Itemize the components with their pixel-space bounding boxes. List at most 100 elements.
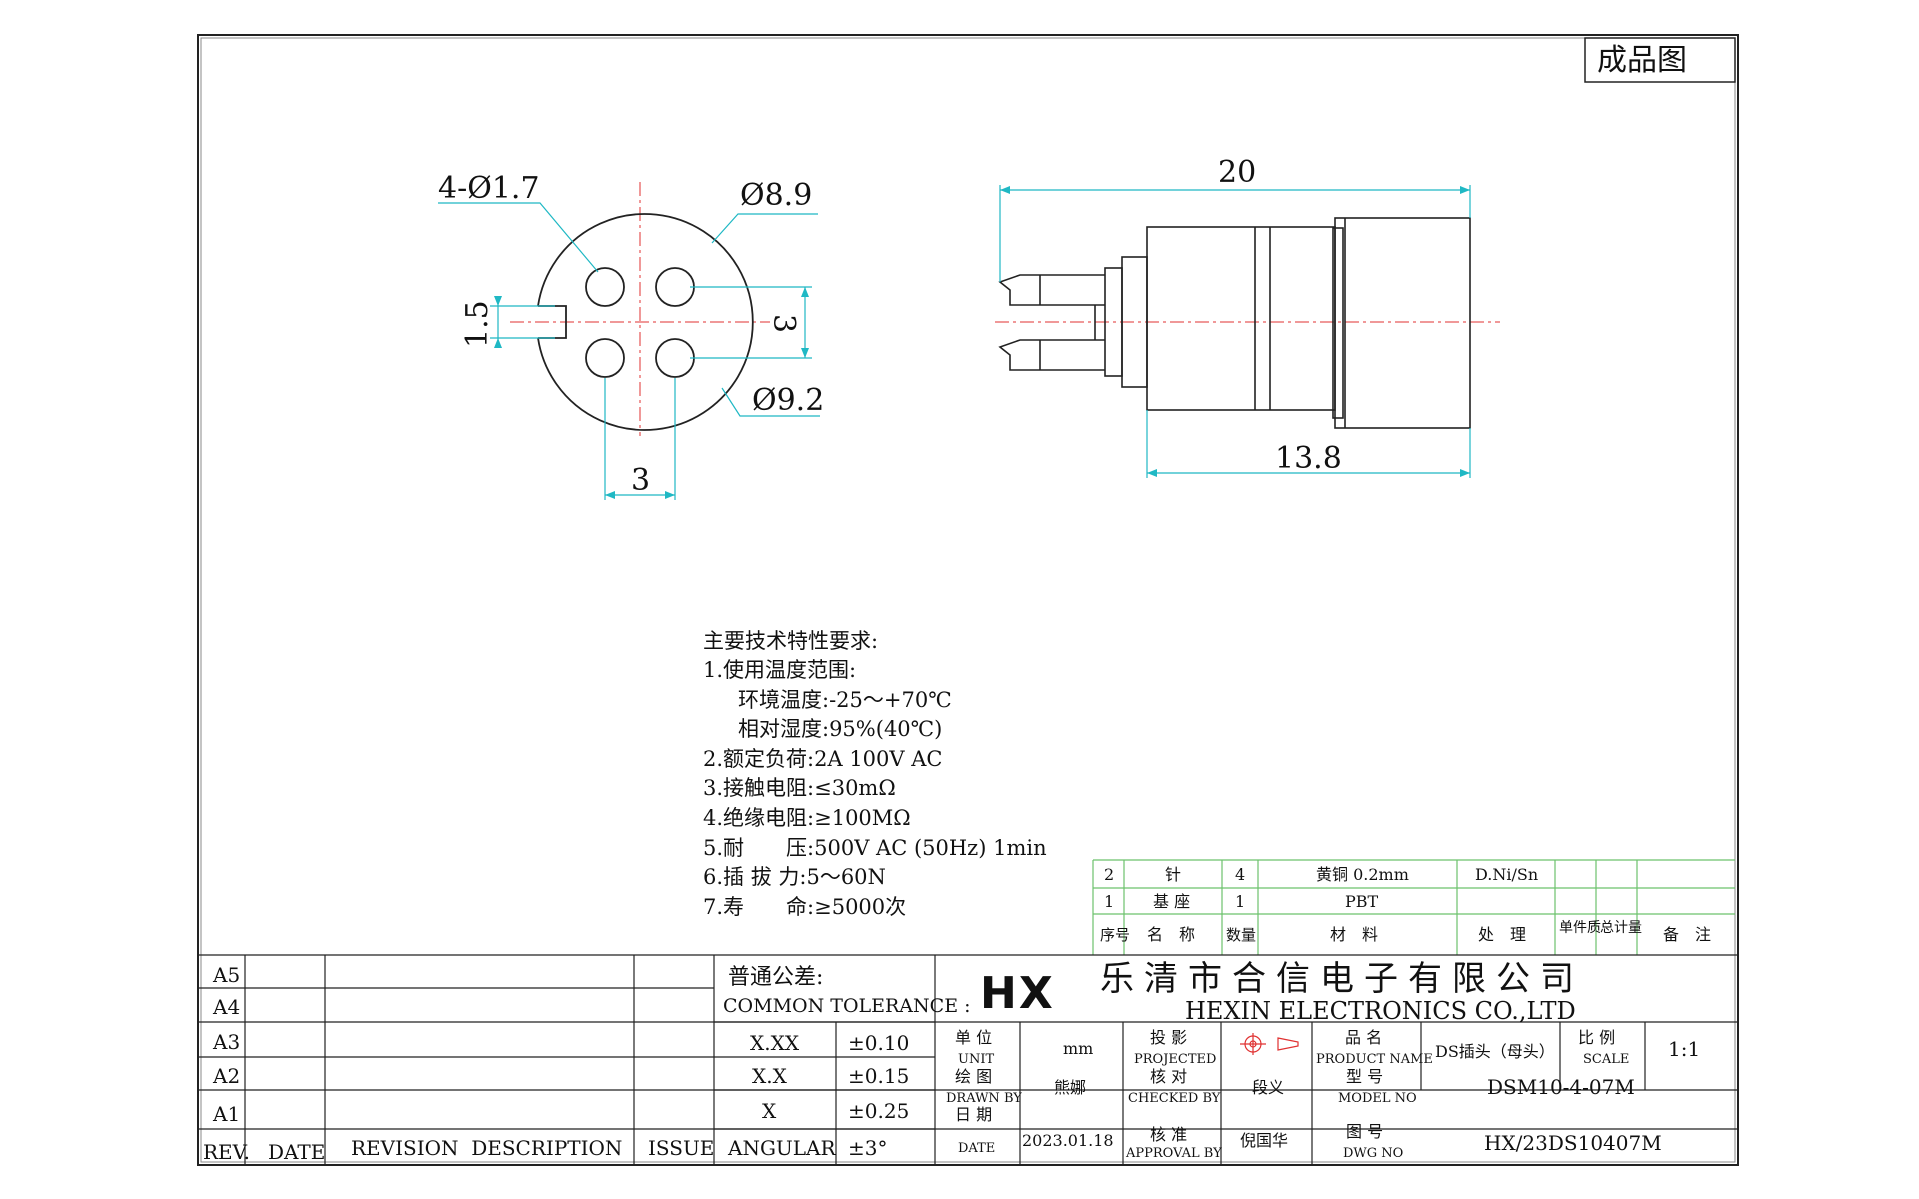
bill-of-materials: 2 针 4 黄铜 0.2mm D.Ni/Sn 1 基 座 1 PBT 序号 名 …: [1092, 859, 1735, 955]
drawn-label-en: DRAWN BY: [946, 1091, 1022, 1106]
drawn-value: 熊娜: [1054, 1078, 1086, 1097]
requirement-line: 环境温度:-25～+70℃: [738, 688, 952, 712]
pin-hole: [585, 267, 625, 307]
bom-header-name: 名 称: [1147, 925, 1195, 944]
stamp-box: [1584, 37, 1736, 83]
bom-row-no: 1: [1104, 892, 1114, 911]
requirement-line: 3.接触电阻:≤30mΩ: [703, 776, 896, 800]
title-block-grid: [198, 954, 1738, 1165]
pin-hole: [655, 338, 695, 378]
tolerance-label: X.XX: [750, 1031, 800, 1055]
bom-row-qty: 4: [1235, 865, 1245, 884]
bom-header-treatment: 处 理: [1478, 925, 1526, 944]
tolerance-label: ANGULAR: [727, 1136, 837, 1160]
bom-header-unit-mass: 单件质: [1559, 920, 1601, 936]
dwg-label-cn: 图 号: [1346, 1122, 1383, 1141]
scale-value: 1:1: [1668, 1037, 1700, 1061]
holes-dim-label: 4-Ø1.7: [438, 171, 540, 206]
product-name-label-en: PRODUCT NAME: [1316, 1052, 1433, 1067]
bom-row-material: 黄铜 0.2mm: [1316, 865, 1409, 884]
requirements-title: 主要技术特性要求:: [703, 629, 878, 653]
tolerance-label: X.X: [752, 1064, 788, 1088]
requirement-line: 1.使用温度范围:: [703, 658, 856, 682]
revision-level: A5: [212, 963, 240, 987]
model-value: DSM10-4-07M: [1487, 1075, 1635, 1099]
tolerance-title-cn: 普通公差:: [728, 965, 823, 990]
date-value: 2023.01.18: [1022, 1131, 1114, 1150]
checked-label-en: CHECKED BY: [1128, 1091, 1221, 1106]
pin-hole: [585, 338, 625, 378]
bom-row-name: 基 座: [1153, 892, 1190, 911]
product-name-label-cn: 品 名: [1345, 1028, 1382, 1047]
revision-level: A1: [212, 1102, 240, 1126]
revision-level: A3: [212, 1030, 240, 1054]
checked-label-cn: 核 对: [1150, 1067, 1187, 1086]
requirement-line: 6.插 拔 力:5～60N: [703, 865, 886, 889]
side-view: 20 13.8: [995, 155, 1500, 478]
bom-row-no: 2: [1104, 865, 1114, 884]
tolerance-value: ±3°: [848, 1136, 887, 1160]
projected-label-en: PROJECTED: [1134, 1052, 1216, 1067]
projected-label-cn: 投 影: [1150, 1028, 1187, 1047]
pin-hole: [655, 267, 695, 307]
bom-header-no: 序号: [1100, 926, 1130, 944]
description-header: REVISION DESCRIPTION: [351, 1136, 622, 1160]
connector-face-outline: [537, 213, 754, 431]
issue-header: ISSUE: [648, 1136, 714, 1160]
stamp-label: 成品图: [1597, 43, 1687, 78]
tolerance-label: X: [762, 1099, 777, 1123]
bom-header-qty: 数量: [1226, 926, 1256, 944]
scale-label-en: SCALE: [1583, 1052, 1629, 1067]
bom-header-material: 材 料: [1330, 925, 1378, 944]
requirement-line: 5.耐 压:500V AC (50Hz) 1min: [703, 836, 1047, 860]
revision-level: A4: [212, 995, 240, 1019]
tolerance-block: 普通公差: COMMON TOLERANCE : X.XX ±0.10 X.X …: [723, 965, 971, 1160]
rev-header: REV.: [203, 1140, 250, 1164]
product-name-value: DS插头（母头）: [1435, 1042, 1555, 1061]
company-logo: HX: [980, 968, 1055, 1019]
tolerance-value: ±0.25: [848, 1099, 909, 1123]
outer-dia-label: Ø8.9: [740, 178, 812, 213]
overall-length-label: 20: [1218, 155, 1256, 190]
dwg-label-en: DWG NO: [1343, 1146, 1403, 1161]
bom-row-material: PBT: [1345, 892, 1379, 911]
date-label-cn: 日 期: [955, 1105, 992, 1124]
tolerance-title-en: COMMON TOLERANCE :: [723, 995, 971, 1017]
unit-label-en: UNIT: [958, 1052, 994, 1067]
body-length-label: 13.8: [1275, 441, 1342, 476]
bom-header-remark: 备 注: [1663, 925, 1711, 944]
model-label-en: MODEL NO: [1338, 1091, 1417, 1106]
checked-value: 段义: [1252, 1078, 1284, 1097]
date-label-en: DATE: [958, 1141, 995, 1156]
unit-value: mm: [1063, 1039, 1093, 1058]
bom-row-name: 针: [1165, 865, 1181, 884]
bom-row-treatment: D.Ni/Sn: [1475, 865, 1538, 884]
date-header: DATE: [268, 1140, 325, 1164]
company-header: HX 乐清市合信电子有限公司 HEXIN ELECTRONICS CO.,LTD: [980, 959, 1584, 1025]
approval-label-en: APPROVAL BY: [1125, 1146, 1222, 1161]
body-dia-label: Ø9.2: [752, 383, 824, 418]
technical-requirements: 主要技术特性要求: 1.使用温度范围: 环境温度:-25～+70℃ 相对湿度:9…: [703, 629, 1047, 919]
vertical-pitch-label: 3: [766, 314, 801, 333]
bom-header-total-mass: 总计量: [1600, 920, 1642, 936]
requirement-line: 7.寿 命:≥5000次: [703, 895, 906, 919]
projection-symbol-icon: [1240, 1033, 1299, 1055]
scale-label-cn: 比 例: [1578, 1028, 1615, 1047]
tolerance-value: ±0.15: [848, 1064, 909, 1088]
bom-row-qty: 1: [1235, 892, 1245, 911]
unit-label-cn: 单 位: [955, 1028, 992, 1047]
dwg-value: HX/23DS10407M: [1484, 1131, 1662, 1155]
revision-block: A5 A4 A3 A2 A1 REV. DATE REVISION DESCRI…: [203, 963, 714, 1164]
sheet-border: [197, 34, 1739, 1166]
requirement-line: 2.额定负荷:2A 100V AC: [703, 747, 942, 771]
horizontal-pitch-label: 3: [631, 463, 650, 498]
company-name-cn: 乐清市合信电子有限公司: [1100, 959, 1584, 999]
key-width-label: 1.5: [460, 300, 495, 348]
model-label-cn: 型 号: [1346, 1067, 1383, 1086]
requirement-line: 相对湿度:95%(40℃): [738, 717, 942, 741]
drawn-label-cn: 绘 图: [955, 1067, 992, 1086]
approval-label-cn: 核 准: [1150, 1125, 1187, 1144]
title-block: 单 位 UNIT mm 投 影 PROJECTED 品 名 PRODUCT NA…: [946, 1028, 1700, 1161]
company-name-en: HEXIN ELECTRONICS CO.,LTD: [1185, 997, 1576, 1025]
